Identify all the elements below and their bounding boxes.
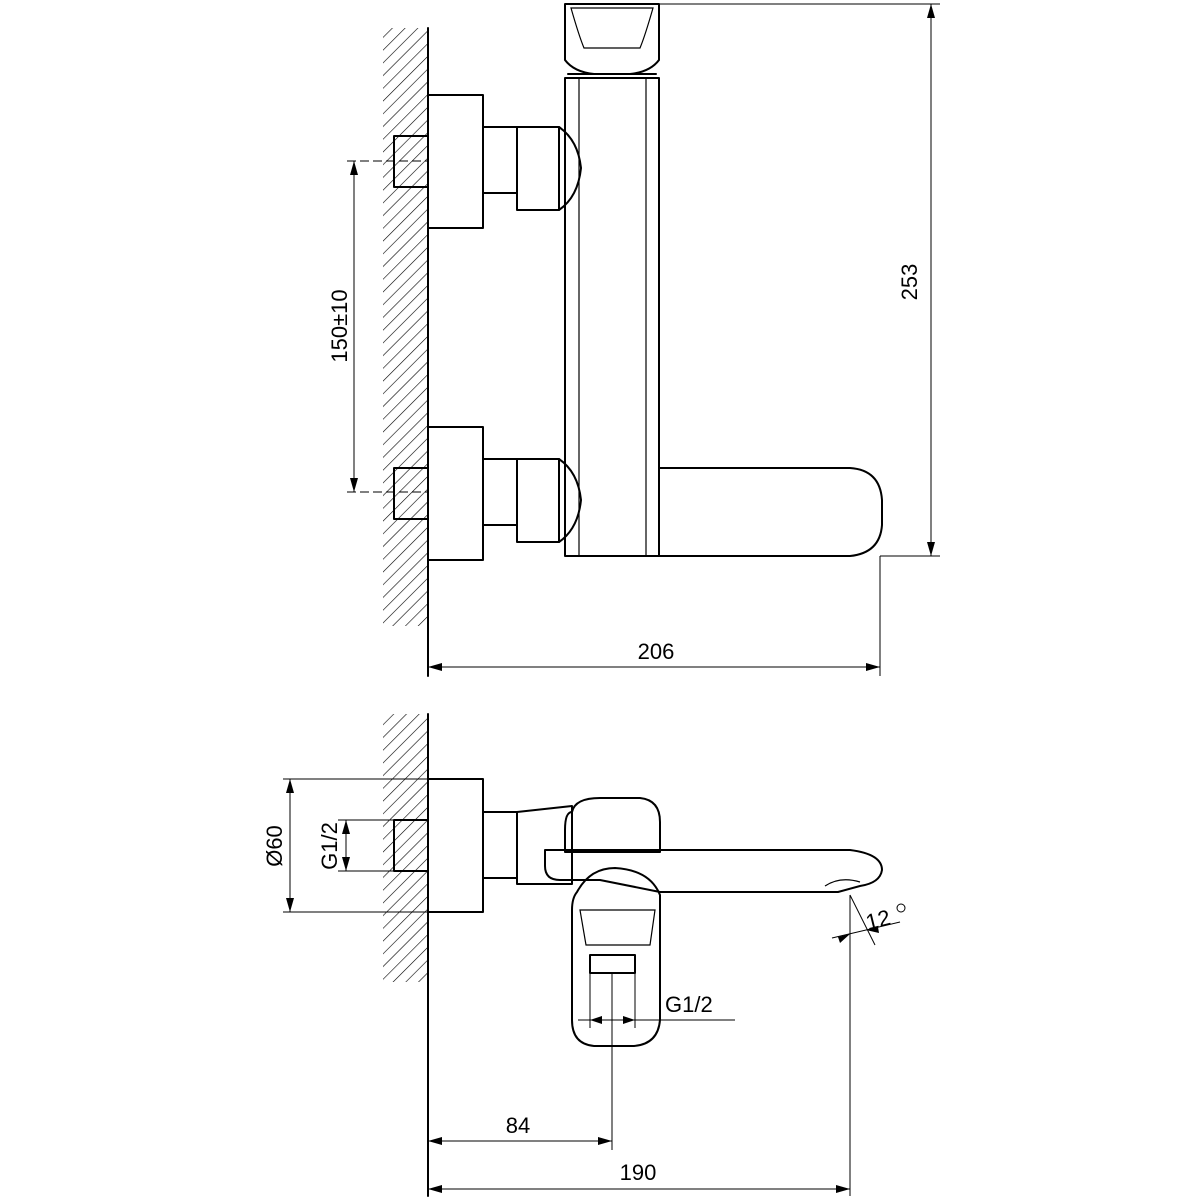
dim-offset-label: 84 xyxy=(506,1113,530,1138)
mixer-body xyxy=(564,3,660,557)
dim-projection-label: 190 xyxy=(620,1160,657,1185)
dim-height-label: 253 xyxy=(897,264,922,301)
dim-inlet-spacing: 150±10 xyxy=(327,160,428,493)
degree-symbol xyxy=(896,903,906,913)
dim-thread-outlet-label: G1/2 xyxy=(665,992,713,1017)
dim-angle-label: 12 xyxy=(863,905,893,935)
dim-width-top-label: 206 xyxy=(638,639,675,664)
side-view: Ø60 G1/2 G1/2 12 xyxy=(262,713,906,1197)
dim-diameter: Ø60 xyxy=(262,778,428,913)
dim-projection: 190 xyxy=(428,1160,850,1193)
wall-hatch-top xyxy=(383,28,427,626)
dim-thread-inlet: G1/2 xyxy=(317,819,394,872)
dim-diameter-label: Ø60 xyxy=(262,825,287,867)
front-view: 253 150±10 206 xyxy=(327,3,940,677)
dim-thread-outlet: G1/2 xyxy=(578,973,735,1028)
spout-front xyxy=(658,467,883,557)
dim-angle: 12 xyxy=(831,894,906,1196)
diverter-body xyxy=(571,867,661,1047)
wall-hatch-bottom xyxy=(383,714,427,982)
dim-offset: 84 xyxy=(428,973,613,1150)
spout-side xyxy=(544,849,883,893)
dim-thread-inlet-label: G1/2 xyxy=(317,822,342,870)
lower-inlet xyxy=(393,426,582,561)
dim-inlet-spacing-label: 150±10 xyxy=(327,289,352,362)
side-handle xyxy=(564,797,661,853)
dim-width-top: 206 xyxy=(428,556,881,676)
side-inlet xyxy=(393,778,573,913)
dim-height: 253 xyxy=(659,3,940,557)
